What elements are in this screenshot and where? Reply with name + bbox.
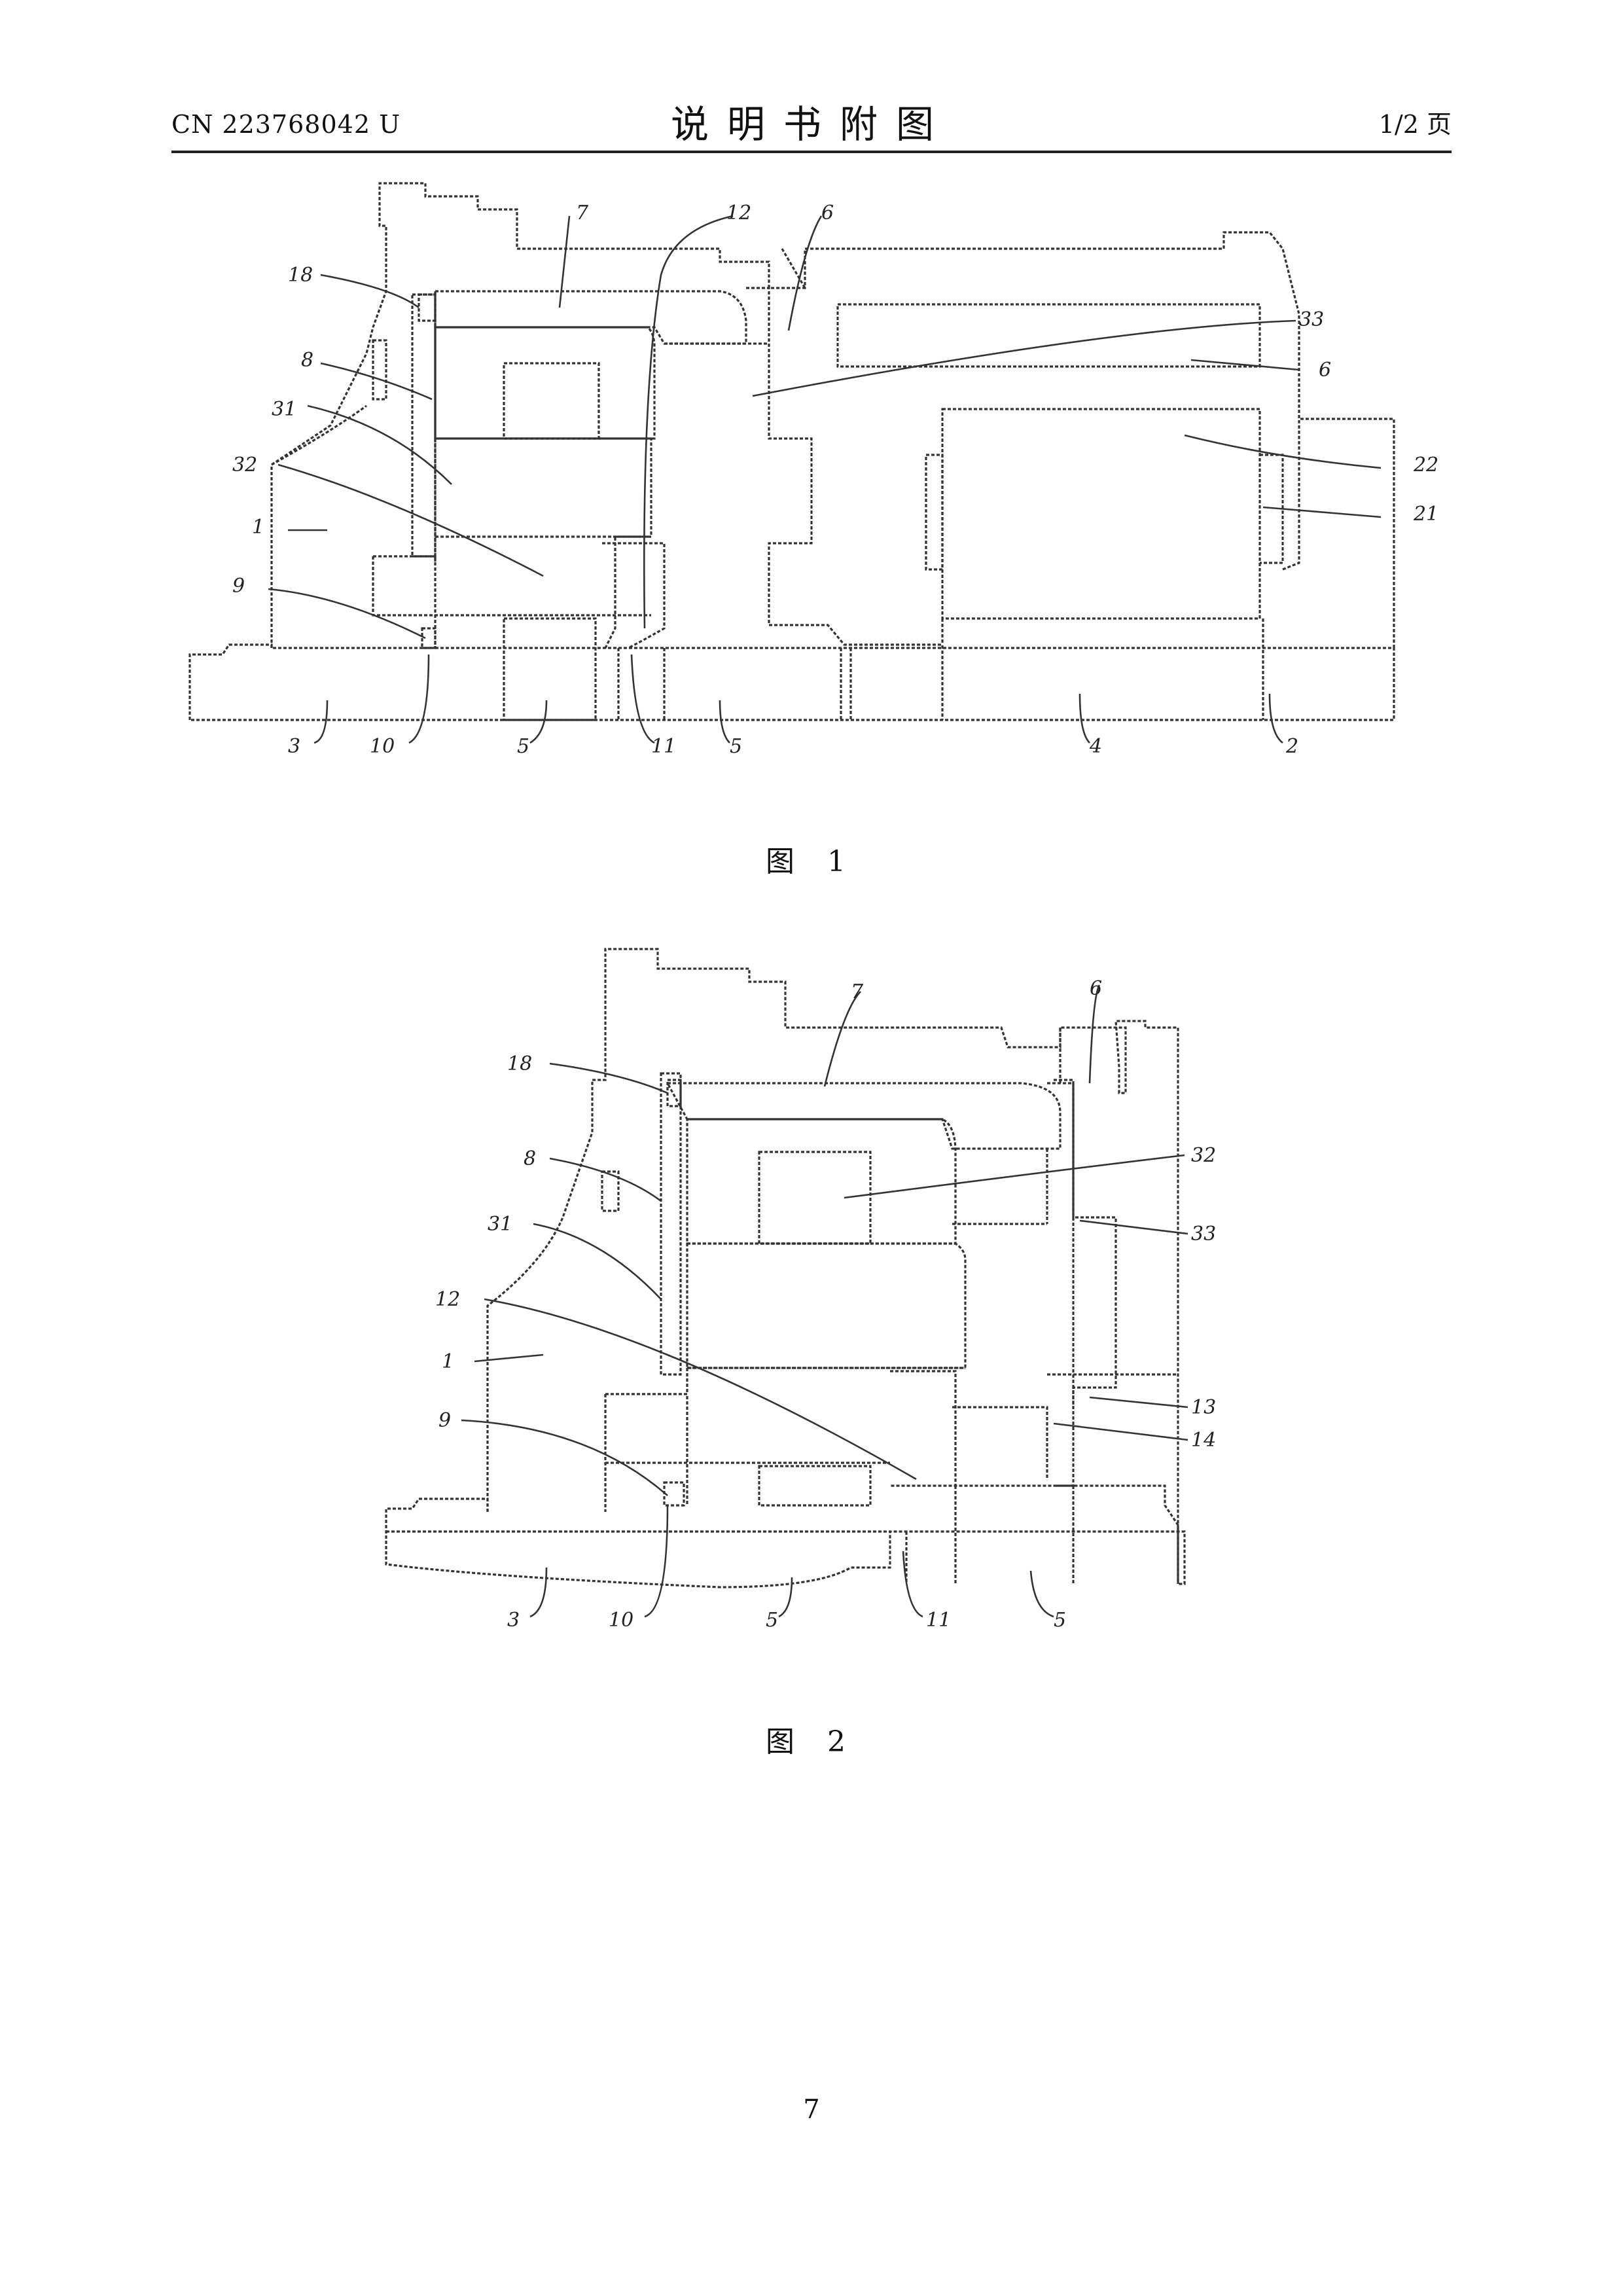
- page-number: 7: [0, 2094, 1623, 2125]
- figure-1-label: 31: [272, 398, 296, 421]
- figure-2-label: 31: [488, 1213, 512, 1236]
- figure-1-label: 3: [288, 735, 300, 758]
- page-indicator: 1/2 页: [1379, 98, 1452, 151]
- figure-1-label: 1: [252, 516, 264, 539]
- figure-2-label: 9: [438, 1409, 451, 1432]
- figure-1-label: 33: [1299, 308, 1324, 331]
- header-rule: [171, 151, 1452, 153]
- figure-2-label: 14: [1191, 1429, 1216, 1452]
- figure-2-label: 5: [766, 1609, 778, 1632]
- figure-1-label: 6: [821, 202, 834, 224]
- figure-2-label: 10: [609, 1609, 633, 1632]
- figure-1-label: 9: [232, 575, 245, 598]
- figure-2-label: 5: [1054, 1609, 1066, 1632]
- figure-2-label: 3: [507, 1609, 520, 1632]
- figure-2-label: 32: [1191, 1144, 1216, 1167]
- figure-2-drawing: 7 6 18 8 31 12 1 9 32 33 13 14 3 10 5 11…: [0, 929, 1623, 1662]
- figure-1-label: 21: [1413, 503, 1438, 526]
- figure-1-label: 12: [726, 202, 751, 224]
- figure-2-label: 11: [926, 1609, 951, 1632]
- figure-2-reference-numerals: 7 6 18 8 31 12 1 9 32 33 13 14 3 10 5 11…: [435, 977, 1216, 1632]
- figure-1-label: 7: [576, 202, 589, 224]
- figure-1-drawing: 7 12 6 18 8 31 32 1 9 33 6 22 21 3 10 5 …: [0, 164, 1623, 785]
- figure-2-label: 6: [1090, 977, 1102, 1000]
- figure-1-label: 6: [1319, 359, 1331, 382]
- figure-2-label: 12: [435, 1288, 460, 1311]
- figure-2-label: 18: [507, 1052, 532, 1075]
- figure-1-label: 4: [1089, 735, 1102, 758]
- figure-2-label: 8: [524, 1147, 536, 1170]
- figure-1-outline: [190, 183, 1394, 720]
- figure-2-label: 1: [442, 1350, 454, 1373]
- figure-1-label: 11: [651, 735, 676, 758]
- figure-1-label: 8: [301, 349, 313, 372]
- figure-1-label: 18: [288, 264, 313, 287]
- figure-2-leader-lines: [461, 985, 1188, 1617]
- figure-1-caption: 图 1: [0, 838, 1623, 880]
- figure-1-label: 10: [370, 735, 395, 758]
- figure-1-label: 32: [232, 454, 257, 476]
- figure-1-label: 22: [1413, 454, 1438, 476]
- figure-1-label: 5: [517, 735, 529, 758]
- figure-1-label: 2: [1285, 735, 1298, 758]
- figure-2-label: 13: [1191, 1396, 1216, 1419]
- figure-1-label: 5: [730, 735, 742, 758]
- figure-2-label: 7: [851, 980, 864, 1003]
- figure-2-outline: [386, 949, 1185, 1587]
- figure-2-caption: 图 2: [0, 1718, 1623, 1760]
- figure-2-label: 33: [1191, 1223, 1216, 1246]
